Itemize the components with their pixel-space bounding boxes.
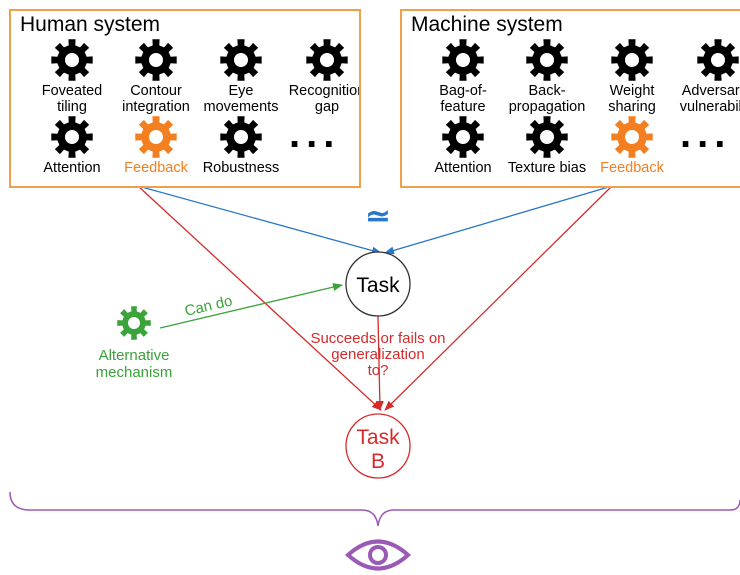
machine-ellipsis: ...: [680, 112, 732, 156]
alternative-label-line1: Alternative: [99, 347, 170, 364]
generalization-line1: Succeeds or fails on: [310, 330, 445, 347]
machine-mechanism-label: Adversarial vulnerability: [679, 83, 740, 115]
human-mechanism: Feedback: [106, 115, 206, 176]
task-b-node: [345, 413, 411, 479]
human-mechanism-label: Recognition gap: [288, 83, 361, 115]
human-mechanism: Eye movements: [191, 38, 291, 115]
gear-icon: [220, 116, 262, 158]
human-mechanism: Attention: [22, 115, 122, 176]
human-mechanism-label: Attention: [43, 160, 101, 176]
machine-mechanism-label: Back- propagation: [508, 83, 586, 115]
gear-icon: [135, 39, 177, 81]
gear-icon: [220, 39, 262, 81]
human-mechanism-label: Eye movements: [203, 83, 279, 115]
machine-mechanism-label: Feedback: [600, 160, 664, 176]
human-mechanism-label: Feedback: [124, 160, 188, 176]
human-mechanism-label: Contour integration: [122, 83, 190, 115]
generalization-line2: generalization: [331, 346, 424, 363]
human-mechanism: Contour integration: [106, 38, 206, 115]
gear-icon: [611, 39, 653, 81]
task-b-label-line2: B: [371, 450, 385, 473]
gear-icon: [51, 116, 93, 158]
approx-symbol: ≃: [365, 200, 390, 233]
observer-brace: [9, 491, 740, 527]
task-node: [345, 251, 411, 317]
task-b-label-line1: Task: [356, 426, 400, 449]
machine-mechanism-label: Texture bias: [507, 160, 587, 176]
machine-to-taskb-arrow: [384, 185, 613, 411]
machine-mechanism-label: Attention: [434, 160, 492, 176]
machine-system-panel: Machine system Bag-of- feature Back- prop…: [400, 9, 740, 188]
human-mechanism: Foveated tiling: [22, 38, 122, 115]
machine-mechanism: Texture bias: [497, 115, 597, 176]
human-mechanism: Robustness: [191, 115, 291, 176]
human-mechanism: Recognition gap: [277, 38, 361, 115]
gear-icon: [306, 39, 348, 81]
gear-icon: [526, 39, 568, 81]
human-system-title: Human system: [20, 13, 161, 36]
machine-mechanism: Weight sharing: [582, 38, 682, 115]
machine-to-task-arrow: [384, 185, 613, 255]
human-system-panel: Human system Foveated tiling Contour inte…: [9, 9, 361, 188]
machine-mechanism: Back- propagation: [497, 38, 597, 115]
alternative-gear-icon: [117, 306, 151, 340]
can-do-label: Can do: [183, 292, 234, 319]
machine-mechanism: Bag-of- feature: [413, 38, 513, 115]
gear-icon: [442, 116, 484, 158]
machine-mechanism-label: Weight sharing: [608, 83, 656, 115]
machine-mechanism-label: Bag-of- feature: [439, 83, 487, 115]
human-to-taskb-arrow: [137, 185, 382, 411]
task-label: Task: [356, 274, 400, 297]
gear-icon: [611, 116, 653, 158]
alternative-label-line2: mechanism: [96, 364, 173, 381]
eye-icon: [345, 539, 411, 571]
machine-system-title: Machine system: [411, 13, 563, 36]
human-mechanism-label: Robustness: [202, 160, 280, 176]
generalization-line3: to?: [368, 362, 389, 379]
task-to-taskb-arrow: [375, 315, 384, 411]
human-to-task-arrow: [137, 185, 382, 255]
gear-icon: [442, 39, 484, 81]
machine-mechanism: Feedback: [582, 115, 682, 176]
human-ellipsis: ...: [289, 112, 341, 156]
gear-icon: [51, 39, 93, 81]
gear-icon: [697, 39, 739, 81]
gear-icon: [526, 116, 568, 158]
machine-mechanism: Attention: [413, 115, 513, 176]
machine-mechanism: Adversarial vulnerability: [668, 38, 740, 115]
alternative-to-task-arrow: [159, 283, 343, 329]
gear-icon: [135, 116, 177, 158]
human-mechanism-label: Foveated tiling: [41, 83, 103, 115]
